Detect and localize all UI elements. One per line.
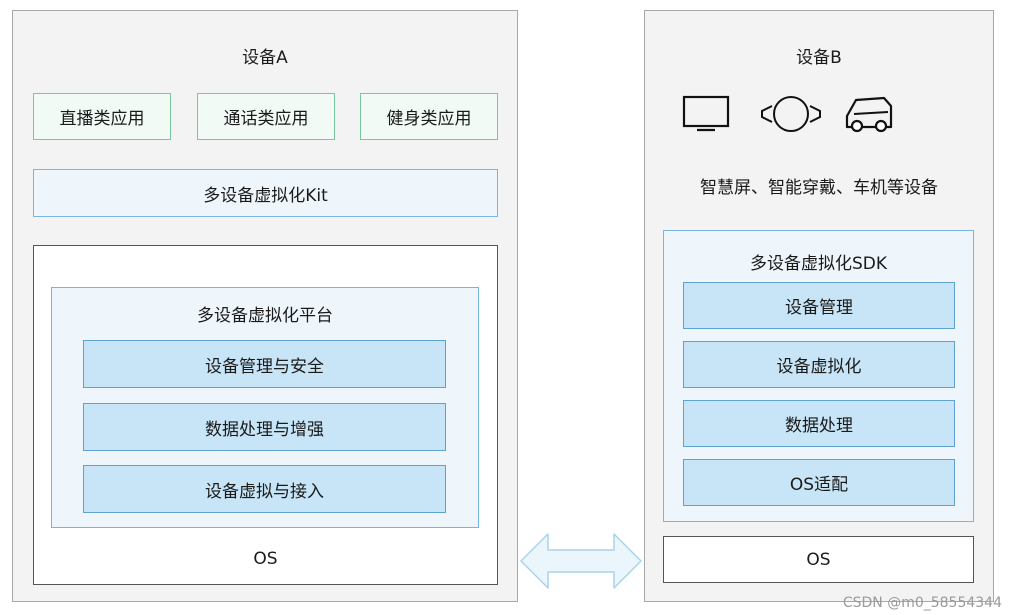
tv-icon [682, 94, 730, 134]
device-a-os-label: OS [253, 549, 278, 569]
car-icon [844, 94, 894, 136]
device-b-title: 设备B [796, 48, 842, 68]
sdk-title: 多设备虚拟化SDK [749, 254, 888, 274]
app-live-streaming: 直播类应用 [33, 93, 171, 140]
sdk-item-data-processing: 数据处理 [683, 400, 955, 447]
platform-item-device-virtualization-access: 设备虚拟与接入 [83, 465, 446, 513]
platform-item-device-management-security: 设备管理与安全 [83, 340, 446, 388]
double-arrow-icon [518, 530, 644, 592]
devices-caption: 智慧屏、智能穿戴、车机等设备 [700, 177, 938, 198]
platform-item-data-processing-enhancement: 数据处理与增强 [83, 403, 446, 451]
device-a-title: 设备A [242, 48, 288, 68]
device-b-os-box: OS [663, 536, 974, 583]
wearable-icon [758, 94, 824, 134]
platform-title: 多设备虚拟化平台 [197, 306, 333, 326]
sdk-item-device-management: 设备管理 [683, 282, 955, 329]
watermark: CSDN @m0_58554344 [842, 595, 1002, 611]
app-fitness: 健身类应用 [360, 93, 498, 140]
sdk-item-device-virtualization: 设备虚拟化 [683, 341, 955, 388]
virtualization-kit: 多设备虚拟化Kit [33, 169, 498, 217]
sdk-item-os-adaptation: OS适配 [683, 459, 955, 506]
app-calling: 通话类应用 [197, 93, 335, 140]
